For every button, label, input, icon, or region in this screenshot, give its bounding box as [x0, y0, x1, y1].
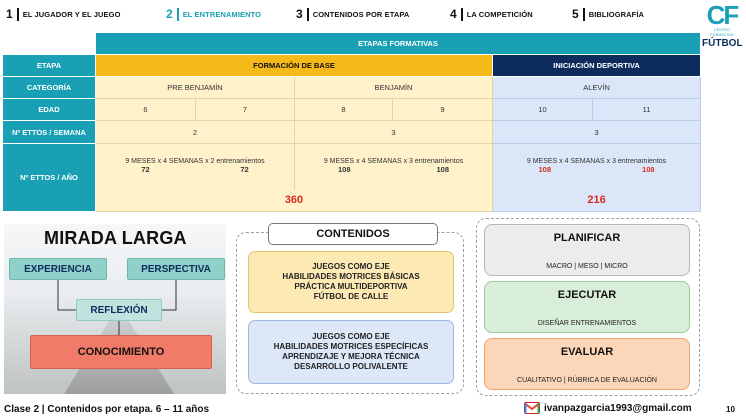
age-cell: 9: [392, 98, 493, 121]
ejecutar-box: EJECUTAR DISEÑAR ENTRENAMIENTOS: [484, 281, 690, 333]
evaluar-box: EVALUAR CUALITATIVO | RÚBRICA DE EVALUAC…: [484, 338, 690, 390]
nav-label: BIBLIOGRAFÍA: [588, 9, 645, 19]
content-line: HABILIDADES MOTRICES ESPECÍFICAS: [273, 342, 429, 351]
nav-label: CONTENIDOS POR ETAPA: [312, 9, 410, 19]
flow-arrows: [57, 280, 177, 335]
category-cell: BENJAMÍN: [294, 76, 493, 99]
nav-label: EL JUGADOR Y EL JUEGO: [22, 9, 121, 19]
formula-text: 9 MESES x 4 SEMANAS x 2 entrenamientos: [125, 158, 265, 166]
gmail-icon: [524, 402, 540, 414]
category-cell: PRE BENJAMÍN: [95, 76, 295, 99]
year-value: 72: [240, 165, 249, 175]
age-cell: 11: [591, 98, 702, 121]
conocimiento-box: CONOCIMIENTO: [30, 335, 212, 369]
year-value: 108: [337, 165, 351, 175]
nav-item-jugador[interactable]: 1 EL JUGADOR Y EL JUEGO: [6, 6, 121, 22]
nav-label: LA COMPETICIÓN: [466, 9, 533, 19]
year-value: 108: [642, 165, 655, 175]
page-number: 10: [726, 405, 735, 414]
age-cell: 10: [492, 98, 593, 121]
year-formula-cell: 9 MESES x 4 SEMANAS x 3 entrenamientos 1…: [491, 143, 702, 190]
content-line: FÚTBOL DE CALLE: [313, 292, 389, 301]
age-cell: 7: [195, 98, 295, 121]
year-value: 72: [141, 165, 150, 175]
nav-item-competicion[interactable]: 4 LA COMPETICIÓN: [450, 6, 533, 22]
total-base-cell: 360: [95, 189, 493, 212]
nav-item-contenidos[interactable]: 3 CONTENIDOS POR ETAPA: [296, 6, 409, 22]
nav-num: 4: [450, 7, 463, 21]
content-line: DESARROLLO POLIVALENTE: [294, 362, 408, 371]
year-value: 108: [538, 165, 552, 175]
logo-mark: CF: [706, 0, 740, 30]
email-text: ivanpazgarcia1993@gmail.com: [544, 402, 692, 414]
mirada-larga-panel: MIRADA LARGA EXPERIENCIA PERSPECTIVA REF…: [4, 224, 226, 394]
row-label-ettos-semana: Nº ETTOS / SEMANA: [2, 120, 96, 144]
row-label-ettos-ano: Nº ETTOS / AÑO: [2, 143, 96, 212]
logo-word: FÚTBOL: [702, 38, 743, 49]
age-cell: 6: [95, 98, 196, 121]
formula-text: 9 MESES x 4 SEMANAS x 3 entrenamientos: [323, 158, 464, 166]
contenidos-base-box: JUEGOS COMO EJE HABILIDADES MOTRICES BÁS…: [248, 251, 454, 313]
nav-item-entrenamiento[interactable]: 2 EL ENTRENAMIENTO: [166, 6, 261, 22]
year-value: 108: [436, 165, 449, 175]
ejecutar-title: EJECUTAR: [557, 289, 617, 301]
row-label-categoria: CATEGORÍA: [2, 76, 96, 99]
stage-formacion-base: FORMACIÓN DE BASE: [95, 54, 493, 77]
per-week-cell: 3: [294, 120, 493, 144]
planificar-title: PLANIFICAR: [553, 232, 621, 244]
content-line: JUEGOS COMO EJE: [312, 262, 390, 271]
per-week-cell: 3: [491, 120, 702, 144]
cf-futbol-logo: CF CENTRO FORMACIÓN FÚTBOL: [702, 0, 743, 50]
process-frame: [476, 218, 700, 396]
year-formula-cell: 9 MESES x 4 SEMANAS x 2 entrenamientos 7…: [95, 143, 295, 190]
ejecutar-sub: DISEÑAR ENTRENAMIENTOS: [537, 320, 637, 327]
age-cell: 8: [294, 98, 393, 121]
top-nav: 1 EL JUGADOR Y EL JUEGO 2 EL ENTRENAMIEN…: [0, 0, 746, 28]
category-cell: ALEVÍN: [491, 76, 702, 99]
nav-label: EL ENTRENAMIENTO: [182, 9, 262, 19]
nav-num: 2: [166, 7, 179, 21]
etapas-table: ETAPAS FORMATIVAS ETAPA FORMACIÓN DE BAS…: [2, 32, 702, 212]
arrow-per-ref: [162, 280, 177, 311]
total-init: 216: [587, 194, 606, 207]
content-line: PRÁCTICA MULTIDEPORTIVA: [294, 282, 408, 291]
total-base: 360: [284, 194, 304, 207]
content-line: JUEGOS COMO EJE: [312, 332, 390, 341]
perspectiva-box: PERSPECTIVA: [127, 258, 225, 280]
nav-num: 3: [296, 7, 309, 21]
row-label-etapa: ETAPA: [2, 54, 96, 77]
footer-class-info: Clase 2 | Contenidos por etapa. 6 – 11 a…: [4, 404, 210, 415]
evaluar-title: EVALUAR: [560, 346, 614, 358]
reflexion-box: REFLEXIÓN: [76, 299, 162, 321]
per-week-cell: 2: [95, 120, 295, 144]
evaluar-sub: CUALITATIVO | RÚBRICA DE EVALUACIÓN: [517, 377, 657, 384]
formula-text: 9 MESES x 4 SEMANAS x 3 entrenamientos: [526, 158, 667, 166]
planificar-sub: MACRO | MESO | MICRO: [546, 263, 628, 270]
table-corner: [2, 32, 96, 55]
mirada-title: MIRADA LARGA: [44, 228, 187, 248]
content-line: APRENDIZAJE Y MEJORA TÉCNICA: [282, 352, 420, 361]
contenidos-iniciacion-box: JUEGOS COMO EJE HABILIDADES MOTRICES ESP…: [248, 320, 454, 384]
nav-item-bibliografia[interactable]: 5 BIBLIOGRAFÍA: [572, 6, 644, 22]
nav-num: 1: [6, 7, 19, 21]
contenidos-title: CONTENIDOS: [268, 223, 438, 245]
stage-iniciacion-deportiva: INICIACIÓN DEPORTIVA: [491, 54, 702, 77]
table-title: ETAPAS FORMATIVAS: [94, 32, 702, 55]
total-init-cell: 216: [491, 189, 702, 212]
experiencia-box: EXPERIENCIA: [9, 258, 107, 280]
planificar-box: PLANIFICAR MACRO | MESO | MICRO: [484, 224, 690, 276]
logo-small-text: CENTRO FORMACIÓN: [710, 28, 734, 37]
footer-email[interactable]: ivanpazgarcia1993@gmail.com: [524, 402, 692, 414]
row-label-edad: EDAD: [2, 98, 96, 121]
year-formula-cell: 9 MESES x 4 SEMANAS x 3 entrenamientos 1…: [294, 143, 493, 190]
nav-num: 5: [572, 7, 585, 21]
content-line: HABILIDADES MOTRICES BÁSICAS: [282, 272, 420, 281]
arrow-exp-ref: [57, 280, 76, 311]
